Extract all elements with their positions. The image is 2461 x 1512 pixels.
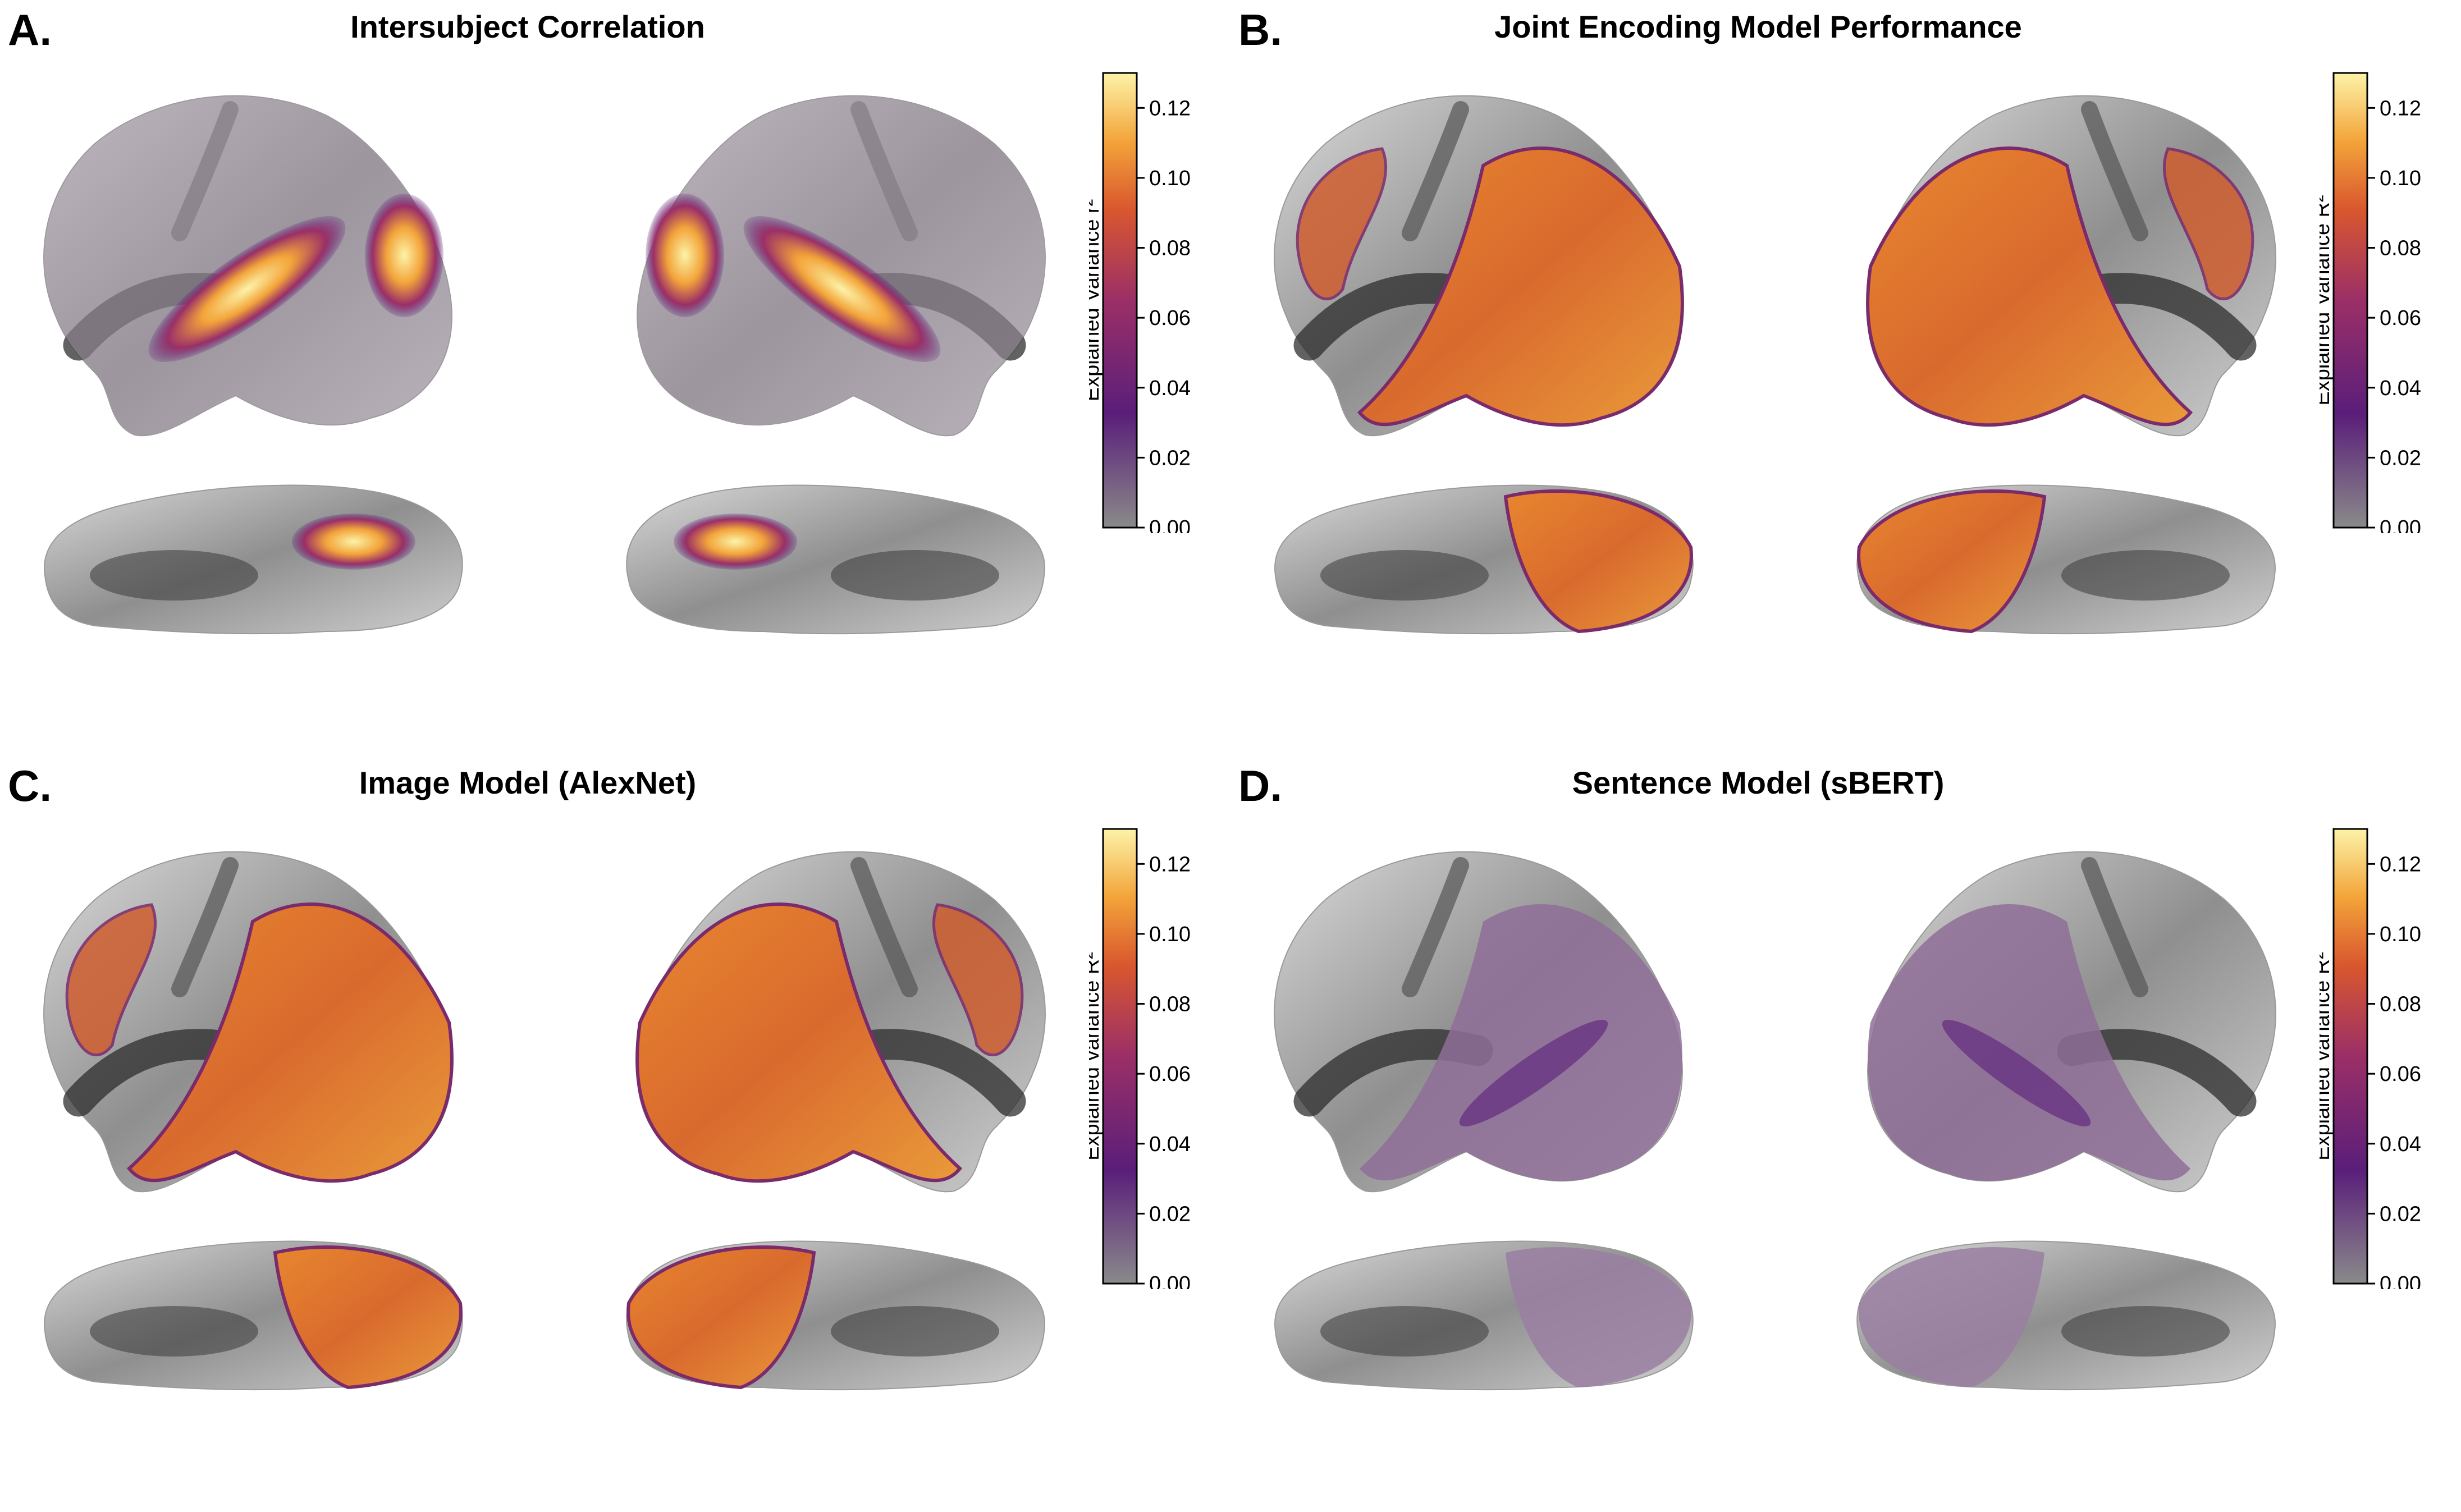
colorbar-tick-label: 0.08 <box>1149 993 1191 1016</box>
colorbar-label: Explained variance R² <box>1089 952 1104 1161</box>
medial-dark-right <box>2061 1306 2230 1357</box>
colorbar-tick-label: 0.00 <box>2380 516 2421 533</box>
frontal-patch-right <box>932 903 1024 1057</box>
activation-overlay <box>1357 146 1684 427</box>
panel-b: B. Joint Encoding Model Performance 0.00… <box>1230 0 2461 756</box>
colorbar-tick-label: 0.04 <box>1149 377 1191 400</box>
activation-overlay <box>626 1245 816 1390</box>
panel-title: Sentence Model (sBERT) <box>1572 765 1945 800</box>
medial-dark-right <box>831 550 999 601</box>
activation-overlay <box>1866 146 2193 427</box>
colorbar-tick-label: 0.02 <box>1149 446 1191 470</box>
colorbar-tick-label: 0.10 <box>2380 923 2421 946</box>
activation-overlay <box>635 902 963 1183</box>
hotspot-medial-left <box>292 514 415 570</box>
colorbar-tick-label: 0.12 <box>2380 853 2421 876</box>
colorbar-gradient <box>1102 72 1138 529</box>
medial-dark-right <box>2061 550 2230 601</box>
central-sulcus-right <box>2081 101 2148 241</box>
activation-overlay <box>1506 1247 1691 1387</box>
hotspot-temporal-left <box>148 216 346 363</box>
panel-title: Joint Encoding Model Performance <box>1494 9 2022 44</box>
colorbar-tick-label: 0.06 <box>1149 1062 1191 1086</box>
panel-letter: A. <box>8 5 52 54</box>
stream-left <box>1459 1019 1608 1127</box>
stream-right <box>1942 1019 2091 1127</box>
central-sulcus-right <box>850 857 918 997</box>
colorbar-tick-label: 0.00 <box>1149 1272 1191 1289</box>
hotspot-temporal-right <box>743 216 941 363</box>
colorbar-label: Explained Variance R² <box>2320 195 2334 405</box>
colorbar-tick-label: 0.06 <box>1149 306 1191 330</box>
activation-overlay <box>1360 904 1682 1181</box>
colorbar-tick-label: 0.04 <box>1149 1133 1191 1156</box>
colorbar-tick-label: 0.04 <box>2380 377 2421 400</box>
central-sulcus-left <box>1402 857 1469 997</box>
colorbar-tick-label: 0.02 <box>2380 1202 2421 1226</box>
frontal-patch-right <box>2162 147 2254 301</box>
central-sulcus-left <box>1402 101 1469 241</box>
activation-overlay <box>273 1245 463 1390</box>
activation-overlay <box>1503 489 1693 634</box>
frontal-patch-left <box>1296 147 1388 301</box>
panel-letter: D. <box>1238 761 1282 810</box>
colorbar-gradient <box>1102 828 1138 1285</box>
medial-dark-left <box>1320 1306 1489 1357</box>
brain-surface-maps <box>43 851 1046 1391</box>
colorbar-tick-label: 0.00 <box>2380 1272 2421 1289</box>
colorbar-tick-label: 0.08 <box>1149 237 1191 260</box>
brain-surface-maps <box>1274 851 2276 1391</box>
panel-a: A. Intersubject Correlation 0.00 0.02 0.04… <box>0 0 1230 756</box>
panel-title: Image Model (AlexNet) <box>359 765 697 800</box>
colorbar-tick-label: 0.06 <box>2380 306 2421 330</box>
colorbar-tick-label: 0.10 <box>1149 167 1191 190</box>
activation-overlay <box>126 902 454 1183</box>
colorbar-tick-label: 0.08 <box>2380 993 2421 1016</box>
colorbar-tick-label: 0.06 <box>2380 1062 2421 1086</box>
brain-surface-maps <box>43 95 1046 635</box>
activation-overlay <box>1857 489 2047 634</box>
activation-overlay <box>1868 904 2190 1181</box>
colorbar-gradient <box>2332 72 2368 529</box>
hotspot-medial-right <box>674 514 797 570</box>
medial-dark-left <box>90 1306 258 1357</box>
panel-letter: B. <box>1238 5 1282 54</box>
colorbar-tick-label: 0.02 <box>1149 1202 1191 1226</box>
medial-dark-left <box>1320 550 1489 601</box>
colorbar-tick-label: 0.08 <box>2380 237 2421 260</box>
central-sulcus-left <box>171 857 239 997</box>
panel-title: Intersubject Correlation <box>350 9 705 44</box>
medial-dark-left <box>90 550 258 601</box>
hotspot-tpj-right <box>646 194 724 317</box>
colorbar-tick-label: 0.12 <box>2380 97 2421 120</box>
colorbar-tick-label: 0.12 <box>1149 853 1191 876</box>
colorbar-tick-label: 0.04 <box>2380 1133 2421 1156</box>
colorbar-tick-label: 0.00 <box>1149 516 1191 533</box>
activation-overlay <box>1859 1247 2044 1387</box>
colorbar-tick-label: 0.02 <box>2380 446 2421 470</box>
panel-letter: C. <box>8 761 52 810</box>
medial-dark-right <box>831 1306 999 1357</box>
colorbar-tick-label: 0.12 <box>1149 97 1191 120</box>
hotspot-tpj-left <box>365 194 443 317</box>
central-sulcus-right <box>2081 857 2148 997</box>
frontal-patch-left <box>65 903 157 1057</box>
colorbar-tick-label: 0.10 <box>2380 167 2421 190</box>
colorbar-gradient <box>2332 828 2368 1285</box>
brain-surface-maps <box>1274 95 2276 635</box>
colorbar-label: Explained Variance r² <box>1089 199 1104 401</box>
colorbar-tick-label: 0.10 <box>1149 923 1191 946</box>
colorbar-label: Explained variance R² <box>2320 952 2334 1161</box>
